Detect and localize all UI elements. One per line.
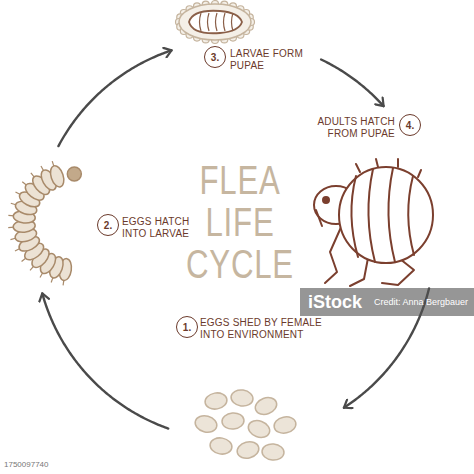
larva-head — [67, 167, 81, 181]
larva-illustration — [8, 161, 81, 285]
egg — [221, 412, 244, 430]
egg — [235, 439, 260, 460]
flea-eye — [323, 197, 329, 203]
egg — [253, 395, 279, 418]
larva-segment — [48, 164, 66, 189]
egg — [193, 413, 218, 434]
step-number: 1. — [176, 316, 198, 338]
cycle-arrow — [321, 59, 384, 106]
credit-text: Credit: Anna Bergbauer — [374, 297, 468, 307]
egg — [230, 389, 254, 408]
egg — [204, 391, 228, 411]
eggs-illustration — [193, 389, 297, 461]
flea-segment — [388, 168, 395, 262]
flea-segment — [408, 176, 414, 255]
flea-abdomen — [339, 167, 433, 263]
watermark: iStock — [308, 292, 362, 313]
stage-node: 3.LARVAE FORM PUPAE — [175, 2, 318, 78]
cycle-arrow — [58, 50, 171, 146]
flea-leg — [325, 225, 342, 283]
flea-bristles — [316, 159, 421, 226]
pupa-segment — [208, 13, 210, 31]
step-number: 2. — [97, 214, 119, 236]
cycle-arrow — [42, 293, 168, 428]
egg — [246, 418, 272, 441]
stock-number: 1750097740 — [4, 460, 49, 469]
pupa-segment — [232, 13, 234, 31]
cocoon — [179, 4, 251, 40]
stage-label: EGGS SHED BY FEMALE INTO ENVIRONMENT — [200, 317, 335, 341]
flea-segment — [368, 169, 375, 262]
pupa-illustration — [176, 1, 255, 44]
flea-illustration — [314, 159, 433, 286]
stage-node: 4.ADULTS HATCH FROM PUPAE — [300, 110, 445, 285]
step-number: 4. — [399, 114, 421, 136]
stage-node: 2.EGGS HATCH INTO LARVAE — [12, 150, 215, 290]
step-number: 3. — [204, 46, 226, 68]
pupa-segment — [216, 13, 218, 31]
egg — [273, 415, 298, 435]
stage-label: EGGS HATCH INTO LARVAE — [122, 216, 202, 240]
flea-leg — [350, 258, 368, 286]
stage-node: 1.EGGS SHED BY FEMALE INTO ENVIRONMENT — [172, 312, 340, 468]
egg — [209, 436, 233, 456]
stage-label: LARVAE FORM PUPAE — [230, 48, 315, 72]
pupa-body — [189, 11, 242, 34]
stage-label: ADULTS HATCH FROM PUPAE — [305, 116, 395, 140]
flea-segment — [351, 176, 358, 257]
pupa-segment — [224, 13, 226, 31]
diagram-title: FLEA LIFE CYCLE — [186, 159, 294, 285]
watermark-bar: iStock Credit: Anna Bergbauer — [300, 288, 474, 316]
pupa-segment — [200, 13, 202, 31]
egg — [261, 443, 284, 461]
